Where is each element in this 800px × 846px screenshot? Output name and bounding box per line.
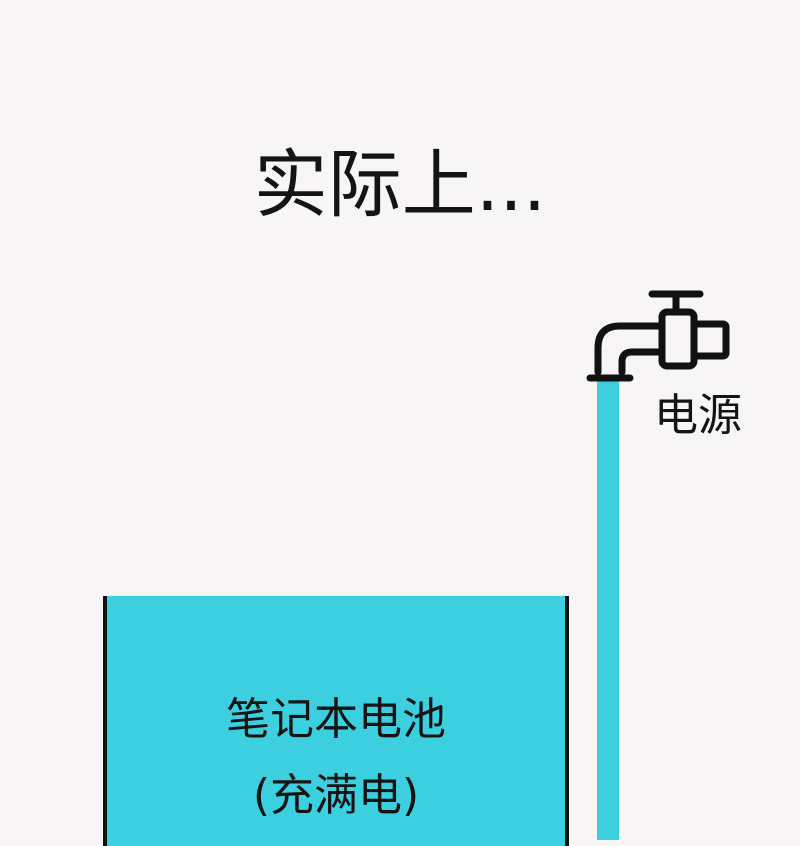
battery-status-label: (充满电) [252, 770, 420, 821]
battery-label: 笔记本电池 [226, 694, 446, 745]
faucet-icon [586, 290, 730, 382]
power-stream [597, 378, 619, 840]
power-source-label: 电源 [654, 390, 742, 441]
page-title: 实际上... [253, 142, 547, 228]
battery-tank: 笔记本电池 (充满电) [103, 596, 569, 846]
